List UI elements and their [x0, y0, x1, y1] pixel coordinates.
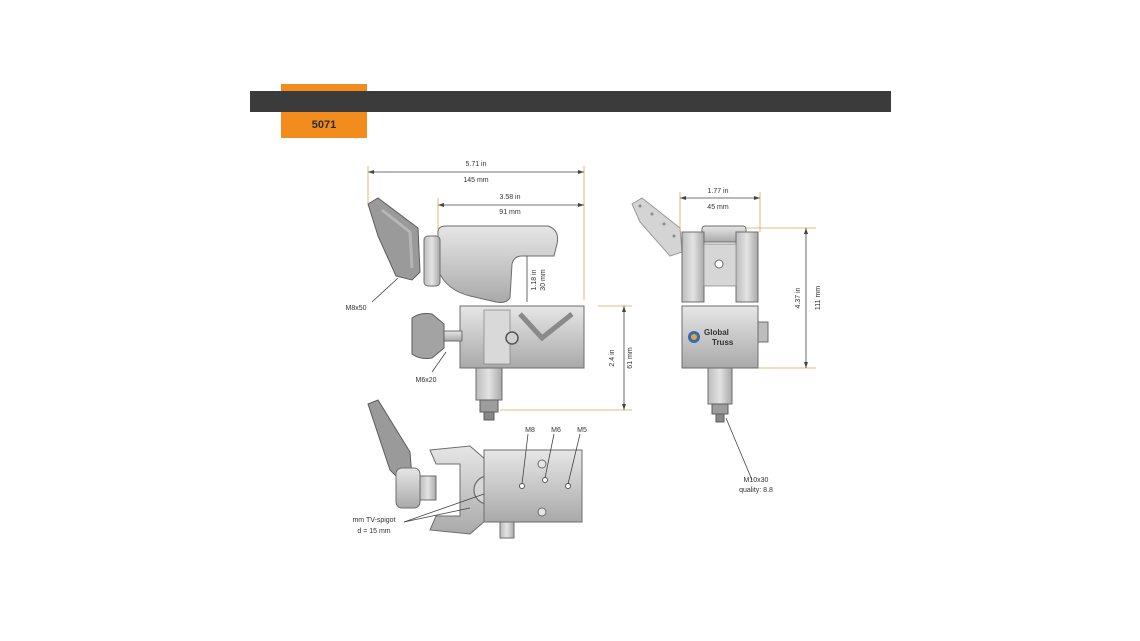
front-view: Global Truss 1.7: [631, 188, 822, 494]
lever-handle: [367, 197, 421, 281]
label-lever-thread: M8x50: [345, 305, 366, 312]
front-right-pillar: [735, 231, 759, 303]
hole-m8: [519, 483, 525, 489]
label-hole-m6: M6: [551, 427, 561, 434]
label-bolt-spec-line1: M10x30: [744, 477, 769, 484]
label-spigot-line2: d = 15 mm: [357, 528, 390, 535]
dim-jaw-width-mm: 91 mm: [499, 209, 521, 216]
header-tab-accent: [281, 84, 367, 92]
dim-front-height-mm: 111 mm: [815, 286, 822, 310]
dim-front-height-in: 4.37 in: [795, 287, 802, 308]
label-spigot-line1: mm TV-spigot: [352, 517, 395, 524]
label-knob-thread: M6x20: [415, 377, 436, 384]
label-hole-m5: M5: [577, 427, 587, 434]
top-view: M8 M6 M5 mm TV-spigot d = 15 mm: [352, 399, 587, 539]
dim-front-width-in: 1.77 in: [707, 188, 728, 195]
dim-jaw-open-in: 1.18 in: [531, 269, 538, 290]
side-knob: [411, 313, 445, 359]
dim-overall-width-mm: 145 mm: [463, 177, 488, 184]
side-spigot: [475, 367, 503, 401]
body-bolt: [505, 331, 519, 345]
side-view: 5.71 in 145 mm 3.58 in 91 mm 1.18 in 30 …: [345, 161, 634, 421]
lever-hub: [423, 235, 441, 287]
dim-overall-width-in: 5.71 in: [465, 161, 486, 168]
dim-jaw-width-in: 3.58 in: [499, 194, 520, 201]
label-hole-m8: M8: [525, 427, 535, 434]
dim-body-height-mm: 61 mm: [627, 347, 634, 369]
hole-m5: [565, 483, 571, 489]
dim-body-height-in: 2.4 in: [609, 349, 616, 366]
dim-jaw-open-mm: 30 mm: [540, 269, 547, 291]
dim-front-width-mm: 45 mm: [707, 204, 729, 211]
v-groove: [518, 312, 574, 342]
header-bar: [250, 91, 891, 112]
logo-line1: Global: [704, 328, 729, 337]
upper-jaw: [437, 225, 559, 303]
logo-line2: Truss: [712, 338, 734, 347]
front-left-pillar: [681, 231, 705, 303]
label-bolt-spec-line2: quality: 8.8: [739, 487, 773, 494]
model-number-tag: 5071: [281, 112, 367, 138]
front-spigot: [707, 367, 733, 405]
global-truss-logo: Global Truss: [688, 328, 734, 347]
hole-m6: [542, 477, 548, 483]
